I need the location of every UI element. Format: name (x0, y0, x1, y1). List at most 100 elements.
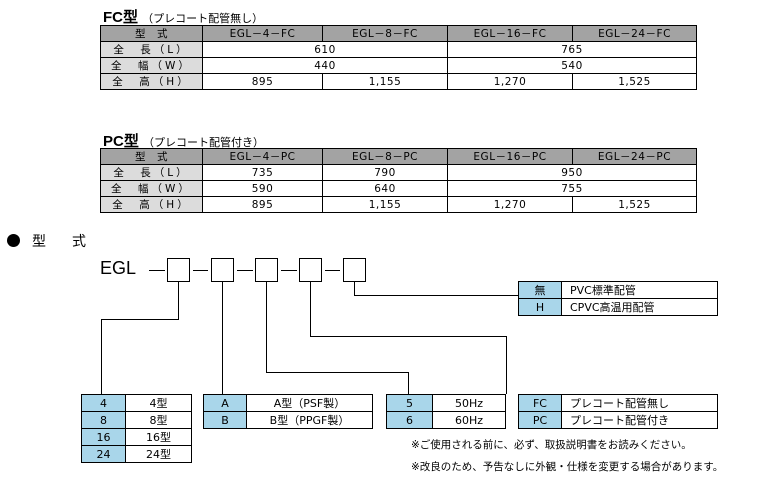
table-row: 8 8型 (81, 411, 192, 429)
value-cell: 790 (322, 164, 448, 181)
code-box-piping (343, 258, 366, 282)
frequency-options-table: 5 50Hz 6 60Hz (386, 394, 506, 429)
usage-note: ※ご使用される前に、必ず、取扱説明書をお読みください。 (411, 439, 692, 451)
bullet-icon (7, 234, 20, 247)
table-row: PC プレコート配管付き (518, 411, 718, 429)
value-cell: 1,155 (322, 73, 448, 90)
option-desc: B型（PPGF製） (246, 411, 373, 429)
option-code: 無 (518, 281, 562, 299)
connector-line (266, 372, 409, 373)
table-row: A A型（PSF製） (203, 394, 373, 412)
section-title: 型 式 (32, 234, 92, 250)
value-cell: 1,525 (572, 196, 697, 213)
option-code: H (518, 298, 562, 316)
option-desc: PVC標準配管 (561, 281, 718, 299)
option-code: 5 (386, 394, 433, 412)
option-code: 24 (81, 445, 126, 463)
table-row: H CPVC高温用配管 (518, 298, 718, 316)
table-row: 24 24型 (81, 445, 192, 463)
value-cell: 1,155 (322, 196, 448, 213)
option-desc: A型（PSF製） (246, 394, 373, 412)
connector-line (178, 282, 179, 319)
value-cell: 1,270 (447, 196, 573, 213)
table-row: 6 60Hz (386, 411, 506, 429)
row-label: 全 長（L） (100, 164, 203, 181)
table-row: 全 長（L） 610 765 (100, 41, 697, 58)
table-row: 5 50Hz (386, 394, 506, 412)
size-options-table: 4 4型 8 8型 16 16型 24 24型 (81, 394, 192, 463)
table-row: 16 16型 (81, 428, 192, 446)
connector-line (310, 336, 507, 337)
table-row: 全 高（H） 895 1,155 1,270 1,525 (100, 196, 697, 213)
header-cell: EGL－8－FC (322, 25, 448, 42)
header-cell: EGL－8－PC (322, 148, 448, 165)
header-cell: 型 式 (100, 148, 203, 165)
option-desc: 8型 (125, 411, 192, 429)
connector-line (506, 336, 507, 394)
option-code: 8 (81, 411, 126, 429)
connector-line (222, 282, 223, 394)
header-cell: EGL－24－PC (572, 148, 697, 165)
option-desc: 60Hz (432, 411, 506, 429)
piping-options-table: 無 PVC標準配管 H CPVC高温用配管 (518, 281, 718, 316)
option-desc: 4型 (125, 394, 192, 412)
value-cell: 765 (447, 41, 697, 58)
row-label: 全 幅（W） (100, 180, 203, 197)
dash-separator (193, 270, 208, 271)
option-code: A (203, 394, 247, 412)
fc-table-title: FC型 （プレコート配管無し） (103, 6, 263, 27)
option-code: B (203, 411, 247, 429)
pc-subtitle: （プレコート配管付き） (142, 136, 264, 149)
connector-line (266, 282, 267, 372)
value-cell: 895 (202, 73, 323, 90)
value-cell: 950 (447, 164, 697, 181)
change-note: ※改良のため、予告なしに外観・仕様を変更する場合があります。 (411, 461, 724, 473)
row-label: 全 高（H） (100, 73, 203, 90)
header-cell: EGL－4－PC (202, 148, 323, 165)
header-cell: 型 式 (100, 25, 203, 42)
option-desc: 24型 (125, 445, 192, 463)
dash-separator (149, 270, 165, 271)
value-cell: 590 (202, 180, 323, 197)
row-label: 全 長（L） (100, 41, 203, 58)
pc-dimensions-table: 型 式 EGL－4－PC EGL－8－PC EGL－16－PC EGL－24－P… (100, 148, 697, 213)
option-code: 16 (81, 428, 126, 446)
value-cell: 640 (322, 180, 448, 197)
code-box-frequency (255, 258, 278, 282)
header-cell: EGL－4－FC (202, 25, 323, 42)
table-row: B B型（PPGF製） (203, 411, 373, 429)
connector-line (101, 319, 179, 320)
pc-table-title: PC型 （プレコート配管付き） (103, 130, 264, 151)
connector-line (310, 282, 311, 336)
option-desc: 50Hz (432, 394, 506, 412)
connector-line (354, 282, 355, 296)
row-label: 全 高（H） (100, 196, 203, 213)
header-cell: EGL－16－PC (447, 148, 573, 165)
table-row: 4 4型 (81, 394, 192, 412)
header-cell: EGL－24－FC (572, 25, 697, 42)
row-label: 全 幅（W） (100, 57, 203, 74)
table-row: 全 高（H） 895 1,155 1,270 1,525 (100, 73, 697, 90)
value-cell: 540 (447, 57, 697, 74)
connector-line (408, 372, 409, 394)
value-cell: 755 (447, 180, 697, 197)
model-prefix: EGL (100, 258, 137, 278)
table-row: FC プレコート配管無し (518, 394, 718, 412)
dash-separator (281, 270, 297, 271)
table-row: 全 幅（W） 590 640 755 (100, 180, 697, 197)
connector-line (354, 295, 518, 296)
value-cell: 1,270 (447, 73, 573, 90)
fc-subtitle: （プレコート配管無し） (142, 12, 264, 25)
pc-title-text: PC型 (103, 133, 139, 150)
value-cell: 610 (202, 41, 448, 58)
option-code: FC (518, 394, 562, 412)
fc-dimensions-table: 型 式 EGL－4－FC EGL－8－FC EGL－16－FC EGL－24－F… (100, 25, 697, 90)
value-cell: 440 (202, 57, 448, 74)
material-options-table: A A型（PSF製） B B型（PPGF製） (203, 394, 373, 429)
value-cell: 1,525 (572, 73, 697, 90)
connector-line (101, 319, 102, 394)
dash-separator (325, 270, 340, 271)
option-desc: CPVC高温用配管 (561, 298, 718, 316)
fc-title-text: FC型 (103, 9, 138, 26)
option-desc: 16型 (125, 428, 192, 446)
